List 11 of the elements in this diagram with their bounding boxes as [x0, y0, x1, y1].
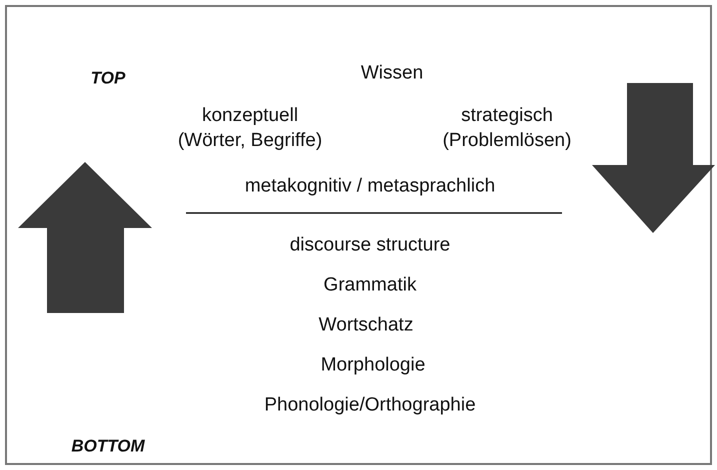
- text-label: strategisch (Problemlösen): [442, 104, 572, 153]
- text-label: Grammatik: [324, 274, 416, 298]
- text-label: Phonologie/Orthographie: [264, 394, 476, 418]
- level-label: BOTTOM: [71, 436, 145, 458]
- text-label: Wissen: [360, 62, 424, 86]
- level-label: TOP: [90, 68, 126, 90]
- text-label: discourse structure: [290, 234, 450, 258]
- text-label: Wortschatz: [318, 314, 414, 338]
- text-label: konzeptuell (Wörter, Begriffe): [176, 104, 324, 153]
- text-label: Morphologie: [320, 354, 426, 378]
- text-label: metakognitiv / metasprachlich: [244, 174, 496, 198]
